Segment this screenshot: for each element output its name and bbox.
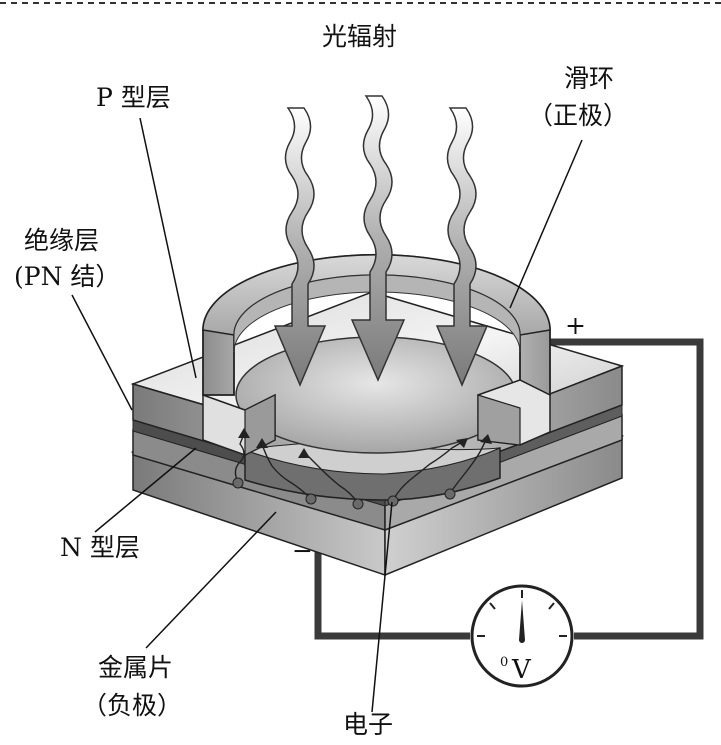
circuit-wire [314, 338, 704, 640]
electron-arrowhead [298, 448, 310, 458]
insulation-label-line1: 绝缘层 [24, 226, 100, 255]
leader-lines [71, 117, 583, 713]
leader-electron [371, 501, 393, 713]
slip-ring-label-line1: 滑环 [564, 64, 615, 93]
positive-terminal-sign: + [565, 311, 586, 340]
metal-plate-label-line2: （负极） [82, 691, 183, 720]
light-ray-middle [350, 95, 406, 382]
light-radiation-label: 光辐射 [322, 22, 398, 51]
electron-path-4 [392, 441, 463, 501]
leader-n-layer [94, 447, 197, 533]
n-layer-label: N 型层 [60, 533, 140, 562]
electron-arrowhead [256, 438, 268, 448]
leader-slip-ring [509, 139, 583, 309]
electron-path-2 [261, 443, 311, 499]
electron-path-5 [449, 439, 487, 494]
light-ray-right [435, 107, 489, 387]
electron-arrowheads [238, 428, 492, 458]
voltmeter-ticks [477, 590, 567, 637]
electron-label: 电子 [343, 710, 394, 739]
electron-dot [352, 498, 364, 510]
leader-metal-plate [145, 511, 277, 649]
electron-dot [387, 495, 399, 507]
electron-path-1 [234, 433, 245, 483]
metal-plate-label-line1: 金属片 [98, 653, 174, 682]
voltmeter: 0 V [470, 584, 574, 688]
electron-arrowhead [480, 434, 492, 444]
p-layer-label: P 型层 [96, 83, 171, 112]
slip-ring-right-end-face [477, 394, 521, 446]
slip-ring-label-line2: （正极） [528, 101, 629, 130]
light-ray-left [273, 107, 327, 387]
slip-ring-left-end-face [244, 394, 276, 456]
electron-dot [232, 477, 244, 489]
voltmeter-zero: 0 [500, 655, 508, 670]
leader-insulation [71, 294, 133, 411]
light-rays [273, 95, 489, 387]
electron-paths [234, 433, 487, 504]
electron-arrowhead [238, 428, 250, 438]
electron-arrowhead [456, 438, 468, 448]
voltmeter-pivot [519, 637, 525, 643]
voltmeter-needle [519, 600, 525, 640]
electron-path-3 [305, 453, 359, 504]
voltmeter-unit: V [511, 655, 532, 685]
insulation-label-line2: (PN 结） [14, 262, 121, 291]
electron-dot [444, 488, 456, 500]
electrons [232, 477, 456, 510]
leader-p-layer [139, 117, 197, 379]
negative-terminal-sign: − [292, 536, 313, 565]
electron-dot [305, 493, 317, 505]
